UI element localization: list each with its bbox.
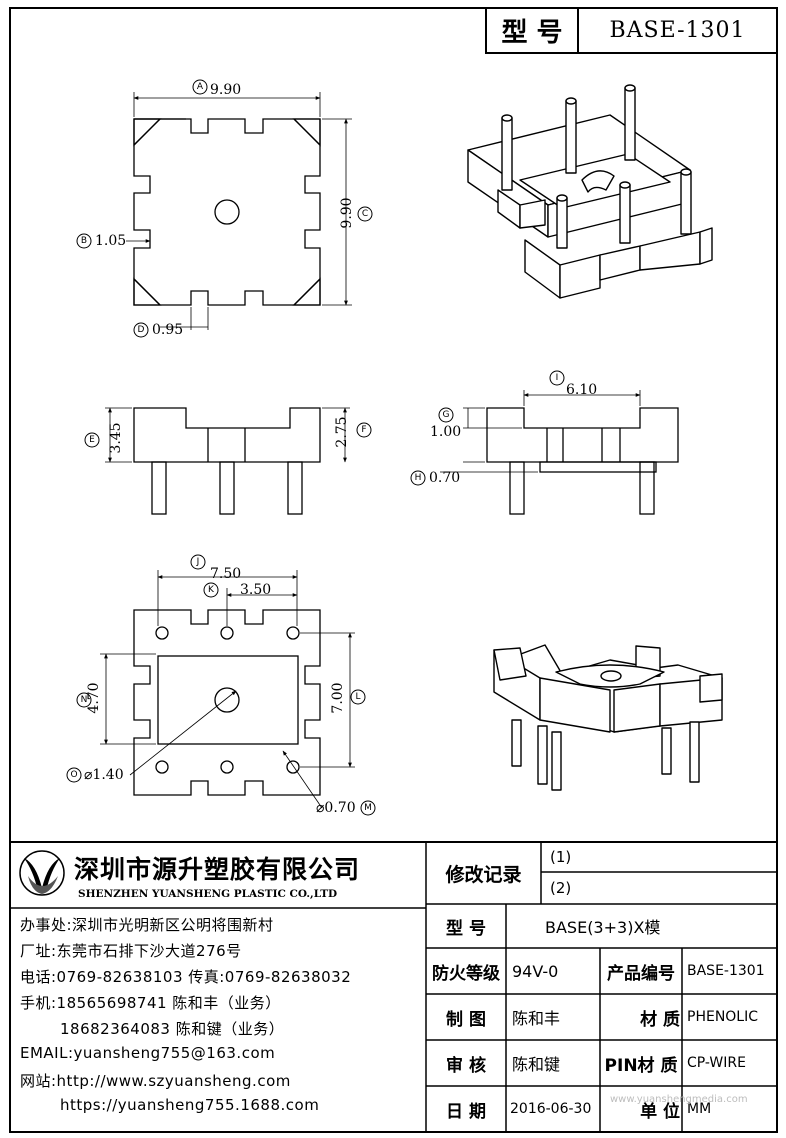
spec-check-value: 陈和键 [512,1055,561,1074]
dim-M-marker: M [364,803,372,813]
front-view [105,407,350,515]
dim-B-marker: B [80,236,88,246]
spec-pin-label: PIN材 质 [604,1055,678,1076]
spec-code-value: BASE-1301 [687,963,765,979]
dim-G-value: 1.00 [430,424,462,440]
company-email: EMAIL:yuansheng755@163.com [20,1044,276,1062]
revision-2: (2) [550,879,572,897]
company-website-2: https://yuansheng755.1688.com [60,1096,320,1114]
dim-I-value: 6.10 [566,382,598,398]
spec-check-label: 审 核 [446,1055,486,1076]
spec-model-label: 型 号 [446,918,486,939]
spec-unit-value: MM [687,1101,712,1117]
dim-G-marker: G [442,410,450,420]
spec-model-value: BASE(3+3)X模 [545,918,661,937]
spec-drawn-label: 制 图 [446,1009,486,1030]
dim-L-value: 7.00 [330,682,346,714]
dim-E-value: 3.45 [108,422,124,454]
revision-label: 修改记录 [445,863,522,886]
spec-code-label: 产品编号 [607,963,675,984]
spec-unit-label: 单 位 [640,1101,680,1122]
company-logo [19,850,65,896]
dim-O-value: ⌀1.40 [84,767,124,783]
dim-N-value: 4.70 [86,682,102,714]
dim-H-marker: H [414,473,422,483]
company-mobile-2: 18682364083 陈和键（业务） [60,1020,285,1038]
sheet-border [9,7,778,1133]
company-phone: 电话:0769-82638103 传真:0769-82638032 [20,968,352,986]
spec-material-value: PHENOLIC [687,1009,759,1025]
company-name-cn: 深圳市源升塑胶有限公司 [74,855,361,884]
title-model-label: 型 号 [501,18,563,48]
isometric-view-top [467,84,713,299]
title-block [485,7,778,54]
dim-C-marker: C [361,209,369,219]
dim-K-value: 3.50 [240,582,272,598]
spec-fire-label: 防火等级 [432,963,500,984]
dim-C-value: 9.90 [339,197,355,229]
dim-H-value: 0.70 [429,470,461,486]
isometric-view-bottom [493,644,723,791]
dim-F-value: 2.75 [334,416,350,448]
dim-D-marker: D [137,325,145,335]
spec-pin-value: CP-WIRE [687,1055,746,1071]
spec-drawn-value: 陈和丰 [512,1009,561,1028]
spec-fire-value: 94V-0 [512,961,559,981]
dimension-markers [66,79,565,816]
top-view [126,92,352,330]
spec-date-value: 2016-06-30 [510,1101,592,1117]
watermark: www.yuanshengmedia.com [610,1093,748,1105]
dim-K-marker: K [208,585,214,595]
dim-A-value: 9.90 [210,82,242,98]
spec-material-label: 材 质 [640,1009,680,1030]
specs-table-grid [10,842,777,1132]
dim-D-value: 0.95 [152,322,184,338]
dim-F-marker: F [361,425,367,435]
revision-1: (1) [550,848,572,866]
dim-I-marker: I [555,373,559,383]
title-model-value: BASE-1301 [609,18,746,43]
dim-M-value: ⌀0.70 [316,800,356,816]
dim-J-value: 7.50 [210,566,242,582]
side-view [440,390,679,515]
company-mobile-1: 手机:18565698741 陈和丰（业务） [20,994,281,1012]
bottom-view [100,570,355,809]
company-website-1: 网站:http://www.szyuansheng.com [20,1072,291,1090]
spec-date-label: 日 期 [446,1101,486,1122]
dim-L-marker: L [355,692,361,702]
company-name-en: SHENZHEN YUANSHENG PLASTIC CO.,LTD [78,888,338,900]
company-office: 办事处:深圳市光明新区公明将围新村 [20,916,274,934]
dim-A-marker: A [196,82,204,92]
dim-J-marker: J [196,557,200,567]
dim-B-value: 1.05 [95,233,127,249]
dim-E-marker: E [89,435,95,445]
dim-O-marker: O [70,770,78,780]
dim-N-marker: N [80,695,88,705]
company-factory: 厂址:东莞市石排下沙大道276号 [20,942,242,960]
